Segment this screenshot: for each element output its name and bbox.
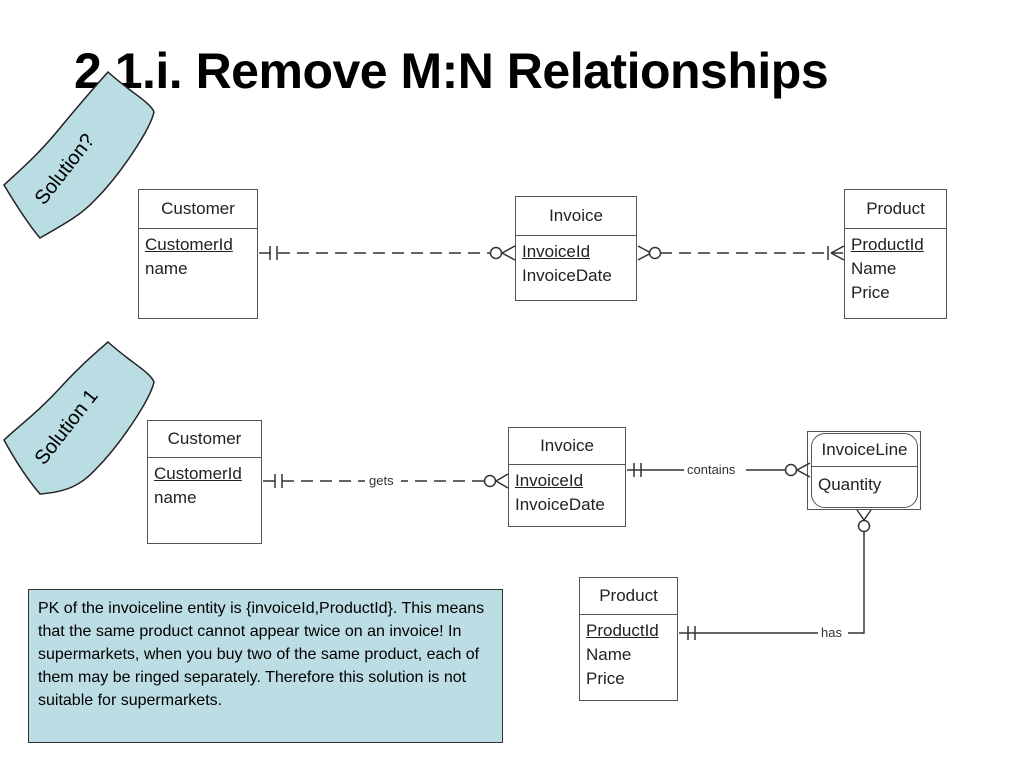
entity-title: Product bbox=[845, 190, 946, 229]
attribute: Name bbox=[586, 645, 632, 664]
crowfoot bbox=[501, 245, 516, 254]
crowfoot bbox=[796, 469, 811, 478]
rel-label-gets: gets bbox=[369, 473, 394, 488]
attribute-pk: CustomerId bbox=[145, 235, 233, 254]
rel-label-has: has bbox=[821, 625, 842, 640]
entity-title: Invoice bbox=[509, 428, 625, 465]
attribute: Name bbox=[851, 259, 897, 278]
page-title: 2.1.i. Remove M:N Relationships bbox=[74, 43, 829, 99]
crowfoot bbox=[495, 480, 509, 489]
entity-title: Invoice bbox=[516, 197, 636, 236]
entity-customer-bottom: Customer CustomerId name bbox=[147, 420, 262, 544]
rel-label-contains: contains bbox=[687, 462, 736, 477]
cardinality-zero-circle bbox=[784, 463, 798, 477]
crowfoot bbox=[856, 509, 865, 521]
entity-title: InvoiceLine bbox=[812, 434, 917, 467]
attribute-pk: CustomerId bbox=[154, 464, 242, 483]
entity-title: Customer bbox=[148, 421, 261, 458]
entity-invoice-bottom: Invoice InvoiceId InvoiceDate bbox=[508, 427, 626, 527]
banner-solution-question bbox=[3, 70, 155, 239]
entity-invoiceline: InvoiceLine Quantity bbox=[811, 433, 918, 508]
crowfoot bbox=[863, 509, 872, 521]
entity-product-bottom: Product ProductId Name Price bbox=[579, 577, 678, 701]
attribute-pk: ProductId bbox=[851, 235, 924, 254]
cardinality-zero-circle bbox=[857, 519, 871, 533]
entity-invoice-top: Invoice InvoiceId InvoiceDate bbox=[515, 196, 637, 301]
crowfoot bbox=[637, 245, 652, 254]
crowfoot bbox=[501, 252, 516, 261]
cardinality-zero-circle bbox=[648, 246, 662, 260]
attribute-pk: ProductId bbox=[586, 621, 659, 640]
rel-line-has bbox=[679, 532, 865, 634]
entity-invoiceline-frame bbox=[807, 431, 921, 510]
crowfoot bbox=[830, 245, 845, 254]
attribute: InvoiceDate bbox=[515, 495, 605, 514]
attribute-pk: InvoiceId bbox=[522, 242, 591, 261]
cardinality-zero-circle bbox=[489, 246, 503, 260]
attribute: InvoiceDate bbox=[522, 266, 612, 285]
entity-customer-top: Customer CustomerId name bbox=[138, 189, 258, 319]
attribute-pk: InvoiceId bbox=[515, 471, 584, 490]
entity-product-top: Product ProductId Name Price bbox=[844, 189, 947, 319]
attribute: name bbox=[154, 488, 197, 507]
crowfoot bbox=[830, 252, 845, 261]
crowfoot bbox=[796, 462, 811, 471]
entity-title: Customer bbox=[139, 190, 257, 229]
banner-solution-1 bbox=[3, 340, 155, 495]
crowfoot bbox=[495, 473, 509, 482]
attribute: Price bbox=[586, 669, 625, 688]
attribute: Price bbox=[851, 283, 890, 302]
explanation-note: PK of the invoiceline entity is {invoice… bbox=[28, 589, 503, 743]
attribute: Quantity bbox=[818, 475, 882, 494]
cardinality-zero-circle bbox=[483, 474, 497, 488]
crowfoot bbox=[637, 252, 652, 261]
attribute: name bbox=[145, 259, 188, 278]
entity-title: Product bbox=[580, 578, 677, 615]
